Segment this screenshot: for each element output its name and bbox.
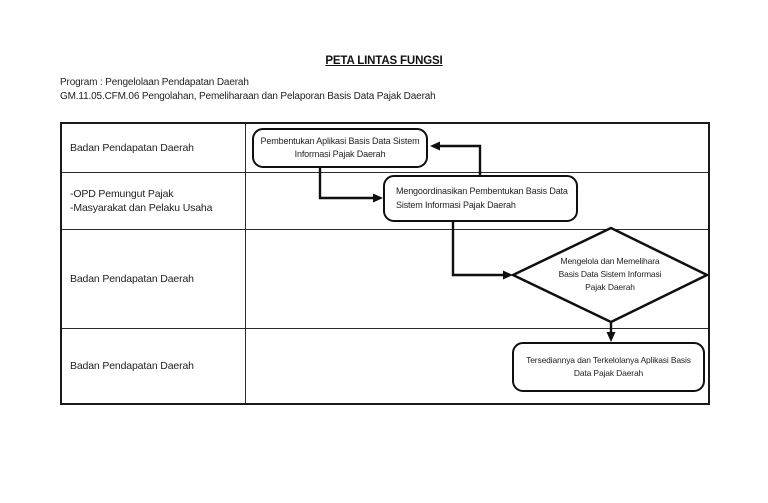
decision-diamond-label: Mengelola dan Memelihara Basis Data Sist… xyxy=(535,255,685,295)
actor-cell-row-3: Badan Pendapatan Daerah xyxy=(62,230,246,328)
node-text-line: Sistem Informasi Pajak Daerah xyxy=(396,199,516,210)
actor-label: -Masyarakat dan Pelaku Usaha xyxy=(70,202,213,214)
node-text-line: Informasi Pajak Daerah xyxy=(294,149,386,159)
node-text-line: Mengelola dan Memelihara xyxy=(560,256,660,266)
node-text-line: Pajak Daerah xyxy=(585,282,635,293)
node-text-line: Pembentukan Aplikasi Basis Data Sistem xyxy=(260,135,420,146)
swimlane-row-4: Badan Pendapatan Daerah xyxy=(62,329,708,403)
actor-label: Badan Pendapatan Daerah xyxy=(70,359,194,372)
actor-label: Badan Pendapatan Daerah xyxy=(70,141,194,154)
flow-node-tersedianya: Tersediannya dan Terkelolanya Aplikasi B… xyxy=(512,342,705,392)
node-text-line: Tersediannya dan Terkelolanya Aplikasi B… xyxy=(526,355,691,366)
node-text-line: Mengoordinasikan Pembentukan Basis Data xyxy=(396,186,568,196)
page-title: PETA LINTAS FUNGSI xyxy=(325,55,443,67)
actor-label: -OPD Pemungut Pajak xyxy=(70,187,174,200)
swimlane-row-3: Badan Pendapatan Daerah xyxy=(62,230,708,329)
swimlane-row-1: Badan Pendapatan Daerah xyxy=(62,124,708,173)
swimlane-row-2: -OPD Pemungut Pajak -Masyarakat dan Pela… xyxy=(62,173,708,230)
flow-node-mengoordinasikan: Mengoordinasikan Pembentukan Basis Data … xyxy=(383,175,578,222)
node-text-line: Basis Data Sistem Informasi xyxy=(558,269,662,280)
program-code-line: GM.11.05.CFM.06 Pengolahan, Pemeliharaan… xyxy=(60,91,436,102)
actor-cell-row-2: -OPD Pemungut Pajak -Masyarakat dan Pela… xyxy=(62,173,246,229)
program-name-line: Program : Pengelolaan Pendapatan Daerah xyxy=(60,77,249,88)
actor-cell-row-1: Badan Pendapatan Daerah xyxy=(62,124,246,172)
flow-node-pembentukan: Pembentukan Aplikasi Basis Data Sistem I… xyxy=(252,128,428,168)
actor-cell-row-4: Badan Pendapatan Daerah xyxy=(62,329,246,403)
actor-label: Badan Pendapatan Daerah xyxy=(70,272,194,285)
node-text-line: Data Pajak Daerah xyxy=(573,368,644,378)
